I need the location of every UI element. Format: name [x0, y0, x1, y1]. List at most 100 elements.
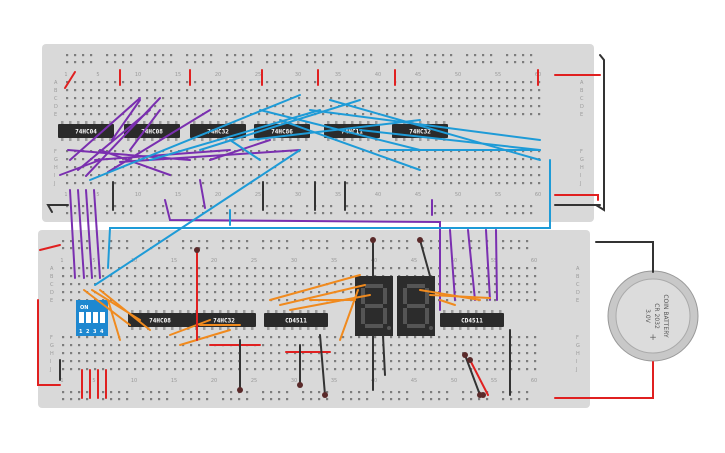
- bottom-hole[interactable]: [278, 344, 281, 347]
- bottom-hole[interactable]: [310, 291, 313, 294]
- bottom-hole[interactable]: [198, 368, 201, 371]
- top-hole[interactable]: [130, 97, 133, 100]
- bottom-rail-hole[interactable]: [438, 391, 441, 394]
- bottom-rail-hole[interactable]: [86, 398, 89, 401]
- bottom-rail-hole[interactable]: [470, 391, 473, 394]
- bottom-rail-hole[interactable]: [198, 398, 201, 401]
- top-hole[interactable]: [234, 89, 237, 92]
- bottom-hole[interactable]: [214, 368, 217, 371]
- top-rail-hole[interactable]: [282, 212, 285, 215]
- bottom-hole[interactable]: [134, 368, 137, 371]
- bottom-hole[interactable]: [358, 344, 361, 347]
- top-hole[interactable]: [138, 166, 141, 169]
- bottom-hole[interactable]: [358, 352, 361, 355]
- top-hole[interactable]: [426, 166, 429, 169]
- bottom-hole[interactable]: [534, 344, 537, 347]
- bottom-hole[interactable]: [334, 344, 337, 347]
- top-hole[interactable]: [74, 89, 77, 92]
- black-wire[interactable]: [464, 354, 481, 396]
- top-hole[interactable]: [418, 150, 421, 153]
- bottom-hole[interactable]: [494, 291, 497, 294]
- bottom-hole[interactable]: [278, 368, 281, 371]
- top-hole[interactable]: [490, 182, 493, 185]
- top-hole[interactable]: [410, 105, 413, 108]
- bottom-rail-hole[interactable]: [182, 398, 185, 401]
- top-hole[interactable]: [258, 166, 261, 169]
- bottom-rail-hole[interactable]: [118, 391, 121, 394]
- top-hole[interactable]: [530, 158, 533, 161]
- top-hole[interactable]: [186, 113, 189, 116]
- bottom-hole[interactable]: [526, 336, 529, 339]
- bottom-hole[interactable]: [126, 283, 129, 286]
- bottom-hole[interactable]: [302, 267, 305, 270]
- top-hole[interactable]: [242, 166, 245, 169]
- top-hole[interactable]: [266, 182, 269, 185]
- bottom-hole[interactable]: [150, 344, 153, 347]
- black-wire[interactable]: [595, 54, 605, 212]
- bottom-rail-hole[interactable]: [86, 247, 89, 250]
- bottom-hole[interactable]: [158, 299, 161, 302]
- top-hole[interactable]: [82, 89, 85, 92]
- top-hole[interactable]: [210, 105, 213, 108]
- top-rail-hole[interactable]: [426, 212, 429, 215]
- bottom-hole[interactable]: [134, 275, 137, 278]
- bottom-hole[interactable]: [126, 267, 129, 270]
- bottom-rail-hole[interactable]: [502, 391, 505, 394]
- top-hole[interactable]: [402, 113, 405, 116]
- top-hole[interactable]: [210, 113, 213, 116]
- top-hole[interactable]: [522, 174, 525, 177]
- bottom-hole[interactable]: [206, 344, 209, 347]
- top-hole[interactable]: [522, 81, 525, 84]
- bottom-hole[interactable]: [342, 275, 345, 278]
- top-hole[interactable]: [458, 105, 461, 108]
- top-rail-hole[interactable]: [474, 54, 477, 57]
- top-hole[interactable]: [410, 174, 413, 177]
- top-hole[interactable]: [386, 105, 389, 108]
- top-rail-hole[interactable]: [82, 54, 85, 57]
- bottom-hole[interactable]: [206, 352, 209, 355]
- top-rail-hole[interactable]: [490, 61, 493, 64]
- bottom-hole[interactable]: [158, 291, 161, 294]
- top-rail-hole[interactable]: [210, 61, 213, 64]
- purple-wire[interactable]: [449, 229, 456, 301]
- top-rail-hole[interactable]: [234, 212, 237, 215]
- top-rail-hole[interactable]: [106, 212, 109, 215]
- bottom-hole[interactable]: [518, 275, 521, 278]
- bottom-hole[interactable]: [334, 283, 337, 286]
- bottom-hole[interactable]: [206, 267, 209, 270]
- top-rail-hole[interactable]: [234, 61, 237, 64]
- bottom-hole[interactable]: [446, 267, 449, 270]
- bottom-rail-hole[interactable]: [230, 247, 233, 250]
- top-hole[interactable]: [402, 97, 405, 100]
- bottom-hole[interactable]: [86, 267, 89, 270]
- top-hole[interactable]: [530, 105, 533, 108]
- top-rail-hole[interactable]: [450, 61, 453, 64]
- top-hole[interactable]: [178, 97, 181, 100]
- bottom-hole[interactable]: [182, 275, 185, 278]
- bottom-hole[interactable]: [198, 352, 201, 355]
- bottom-hole[interactable]: [318, 291, 321, 294]
- bottom-hole[interactable]: [230, 283, 233, 286]
- top-hole[interactable]: [386, 89, 389, 92]
- bottom-hole[interactable]: [246, 291, 249, 294]
- top-hole[interactable]: [66, 113, 69, 116]
- top-rail-hole[interactable]: [386, 205, 389, 208]
- bottom-rail-hole[interactable]: [198, 240, 201, 243]
- top-hole[interactable]: [538, 97, 541, 100]
- bottom-hole[interactable]: [454, 267, 457, 270]
- bottom-hole[interactable]: [94, 360, 97, 363]
- bottom-rail-hole[interactable]: [118, 240, 121, 243]
- top-hole[interactable]: [322, 182, 325, 185]
- bottom-hole[interactable]: [438, 352, 441, 355]
- bottom-hole[interactable]: [62, 299, 65, 302]
- top-hole[interactable]: [402, 174, 405, 177]
- bottom-hole[interactable]: [278, 275, 281, 278]
- top-rail-hole[interactable]: [530, 54, 533, 57]
- bottom-hole[interactable]: [246, 267, 249, 270]
- top-rail-hole[interactable]: [394, 54, 397, 57]
- top-hole[interactable]: [138, 182, 141, 185]
- top-hole[interactable]: [298, 182, 301, 185]
- top-rail-hole[interactable]: [506, 205, 509, 208]
- top-hole[interactable]: [178, 182, 181, 185]
- bottom-hole[interactable]: [358, 267, 361, 270]
